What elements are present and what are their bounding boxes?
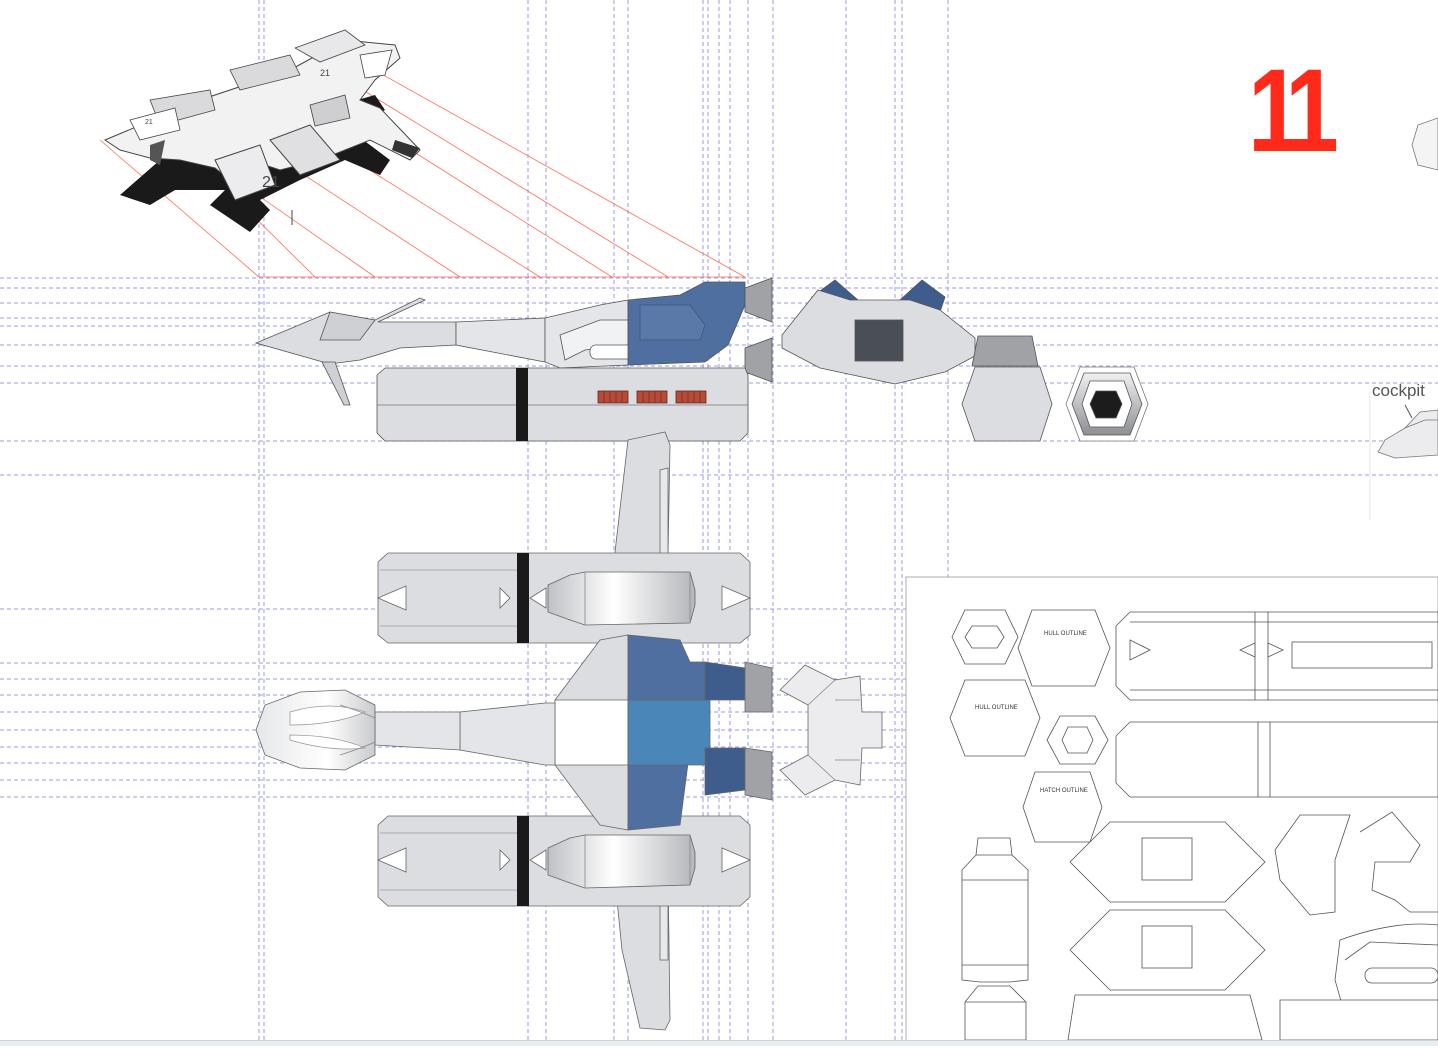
bottom-scroll-edge xyxy=(0,1040,1438,1046)
hatch-outline-label: HATCH OUTLINE xyxy=(1040,788,1088,794)
front-cross-section xyxy=(779,664,883,796)
side-view xyxy=(254,277,773,442)
hatch-outline-part xyxy=(1022,771,1103,843)
side-fin xyxy=(321,361,351,406)
tall-part xyxy=(961,837,1029,983)
hull-outline-label-1: HULL OUTLINE xyxy=(1044,631,1087,637)
craft-number-nose: 21 xyxy=(145,119,153,126)
hull-outline-part-1 xyxy=(1017,609,1111,687)
cockpit-pointer xyxy=(1404,404,1413,419)
craft-body xyxy=(103,39,421,181)
hull-outline-label-2: HULL OUTLINE xyxy=(975,705,1018,711)
page-number: 11 xyxy=(1248,45,1339,177)
side-nozzle xyxy=(744,337,773,383)
side-lower-pod xyxy=(376,367,749,442)
nozzle-block xyxy=(971,335,1039,367)
hex-block xyxy=(961,366,1053,442)
cockpit-label: cockpit xyxy=(1372,381,1425,400)
top-view xyxy=(255,431,773,1031)
craft-number-top: 21 xyxy=(320,68,330,78)
perspective-view: 21 21 21 xyxy=(103,29,421,232)
top-engine-lower xyxy=(547,834,696,889)
engine-pod xyxy=(214,144,276,201)
front-view xyxy=(781,279,1149,442)
pod-strip-upper xyxy=(1115,611,1438,701)
cutout-sheet xyxy=(905,576,1438,1046)
top-engine-upper xyxy=(547,571,696,626)
top-nose xyxy=(255,689,376,771)
hull-outline-part-2 xyxy=(949,679,1041,757)
angled-part xyxy=(1274,814,1351,916)
craft-number-side: 21 xyxy=(262,174,280,191)
side-nozzle xyxy=(744,277,773,323)
front-view-lower xyxy=(779,664,883,796)
pod-strip-lower xyxy=(1115,721,1438,798)
cockpit-sketch xyxy=(1369,117,1438,520)
